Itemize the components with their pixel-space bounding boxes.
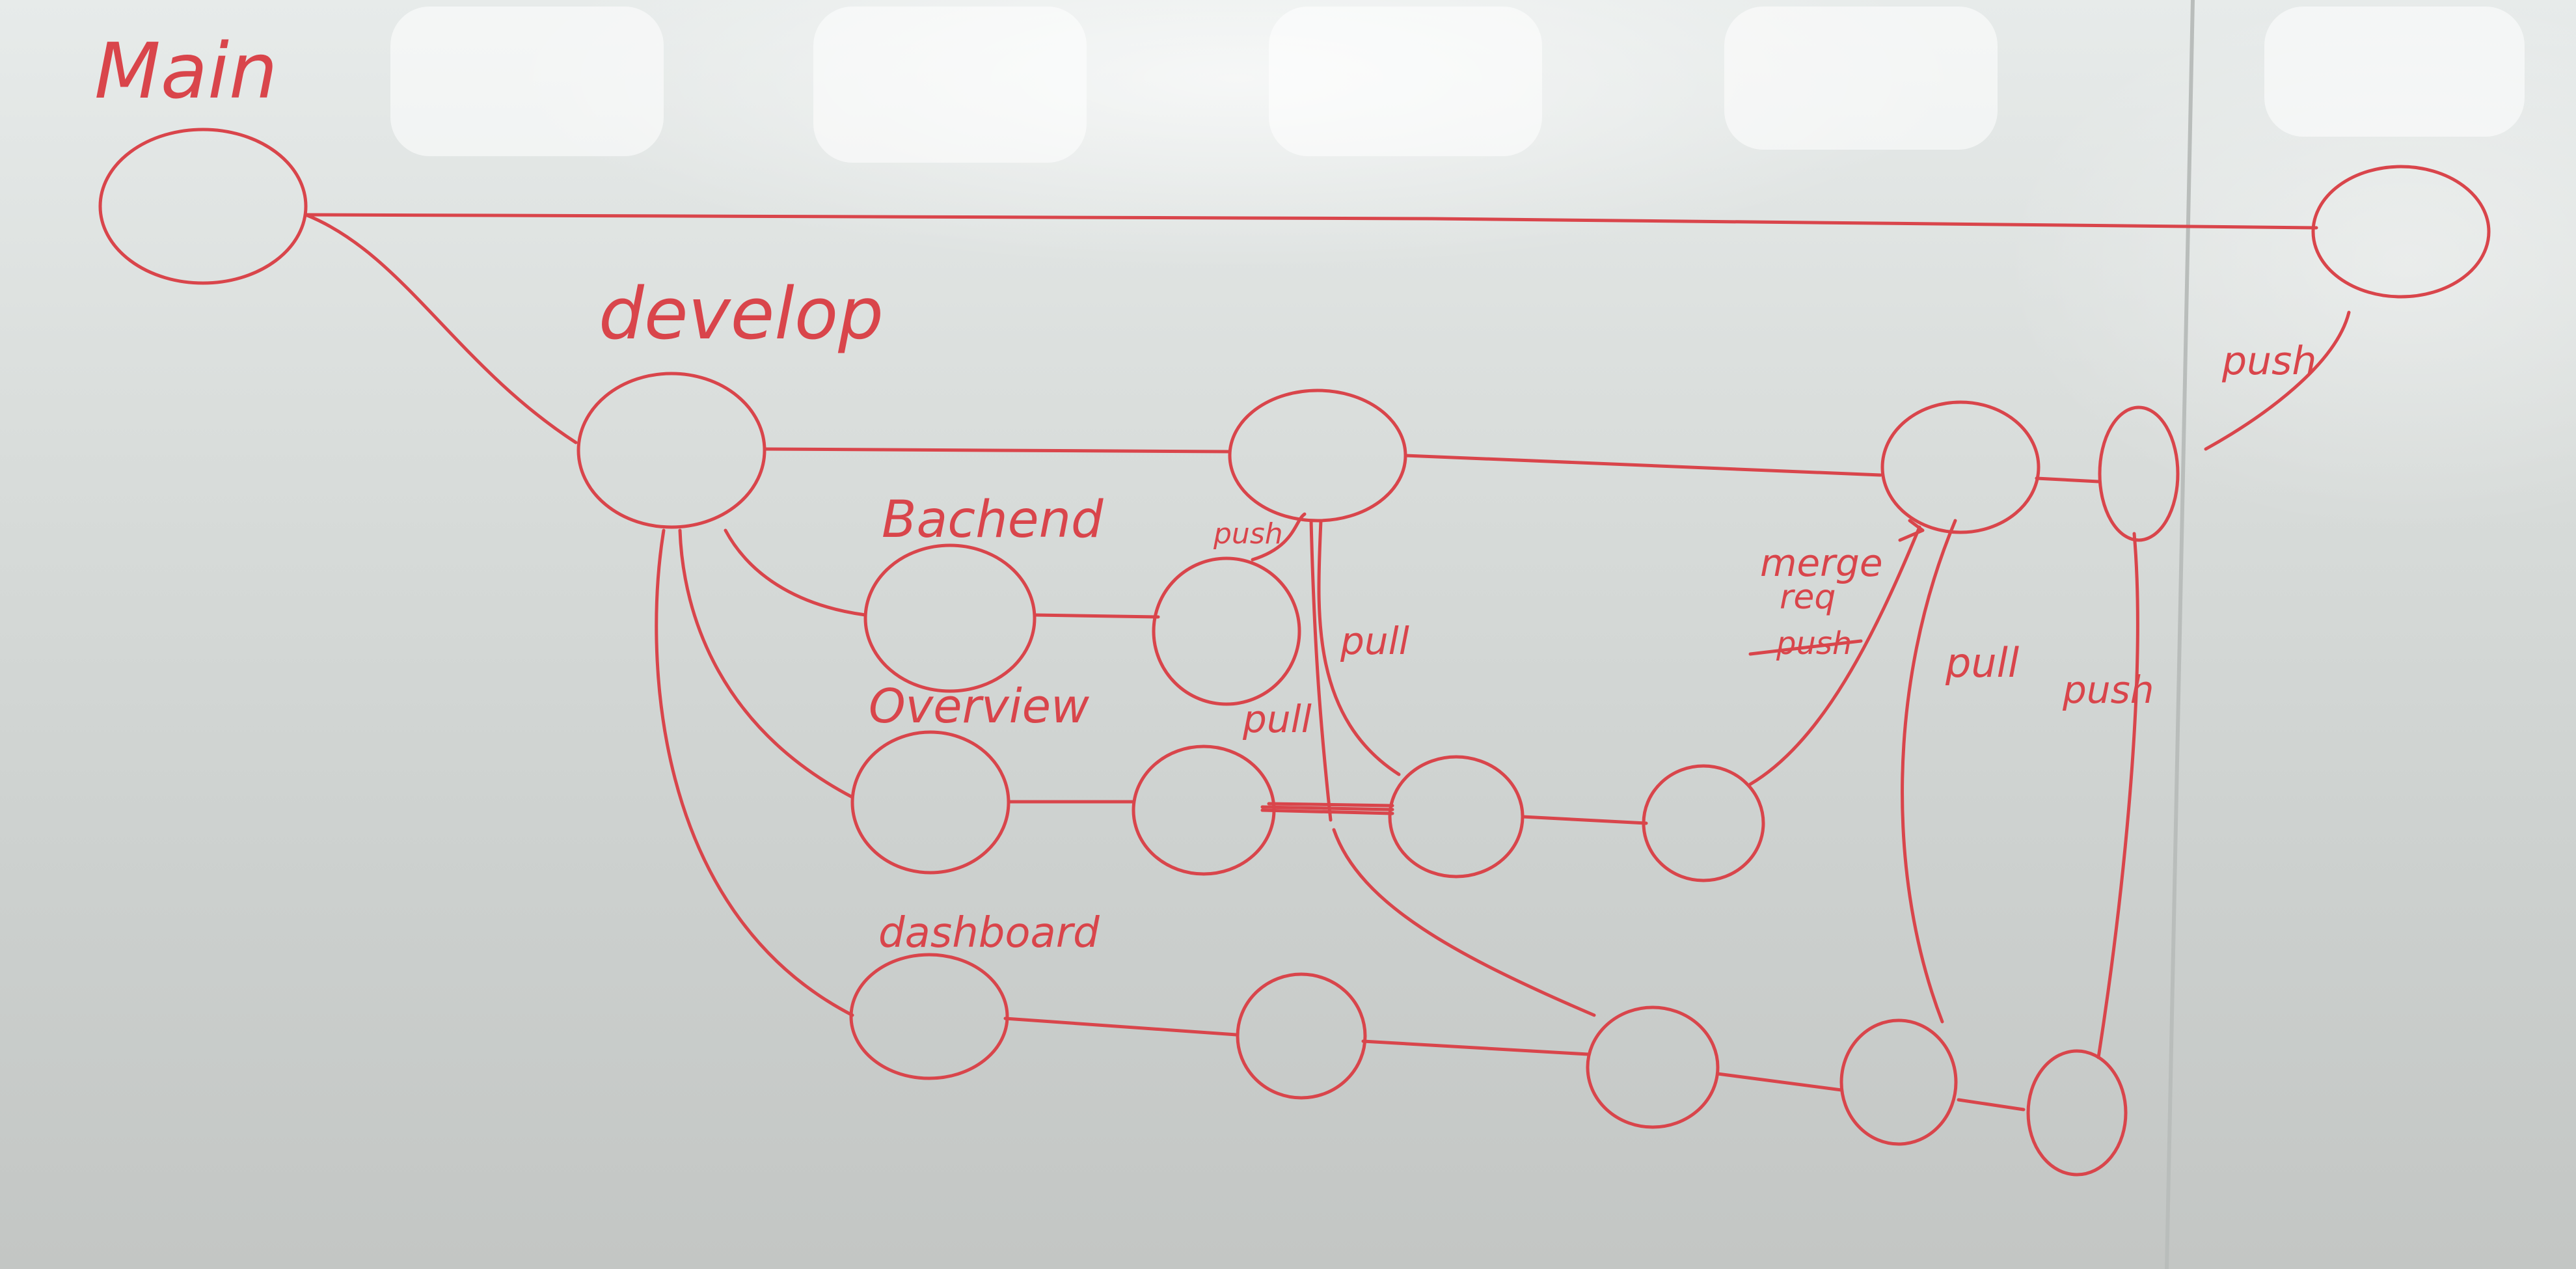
overview-node-1 [850, 730, 1010, 875]
annotation-push-right: push [2062, 668, 2154, 712]
commit-nodes [98, 128, 2491, 1177]
annotation-pull-right: pull [1945, 639, 2019, 687]
overview-node-4 [1642, 764, 1765, 882]
annotation-push-backend: push [1213, 517, 1283, 551]
annotation-push-main: push [2221, 338, 2316, 384]
develop-node-1 [576, 372, 766, 529]
window-reflections [390, 7, 2525, 163]
dashboard-node-5 [2026, 1049, 2128, 1177]
overview-node-2 [1132, 744, 1276, 876]
annotation-pull-overview: pull [1242, 697, 1312, 741]
dashboard-node-1 [849, 953, 1009, 1080]
branch-label-main: Main [94, 26, 278, 116]
develop-node-4 [2098, 405, 2180, 542]
branch-label-backend: Bachend [882, 491, 1104, 549]
main-start-node [98, 128, 308, 285]
dashboard-node-3 [1586, 1005, 1720, 1129]
dashboard-node-2 [1236, 972, 1367, 1100]
develop-node-3 [1880, 400, 2040, 534]
develop-node-2 [1228, 389, 1407, 523]
branch-label-dashboard: dashboard [878, 909, 1100, 957]
annotation-req: req [1780, 578, 1836, 617]
overview-node-3 [1388, 755, 1525, 879]
annotation-merge: merge [1760, 541, 1883, 585]
backend-node-1 [863, 543, 1037, 693]
labels: Main develop Bachend Overview dashboard … [94, 26, 2316, 957]
strike-through [1748, 639, 1863, 656]
branch-label-develop: develop [599, 272, 884, 355]
main-end-node [2311, 165, 2491, 299]
backend-node-2 [1152, 556, 1301, 706]
edges [304, 213, 2351, 1112]
board-panel-seam [2165, 0, 2195, 1269]
annotation-pull-develop: pull [1340, 619, 1409, 663]
branch-label-overview: Overview [869, 679, 1089, 733]
dashboard-node-4 [1839, 1018, 1958, 1146]
